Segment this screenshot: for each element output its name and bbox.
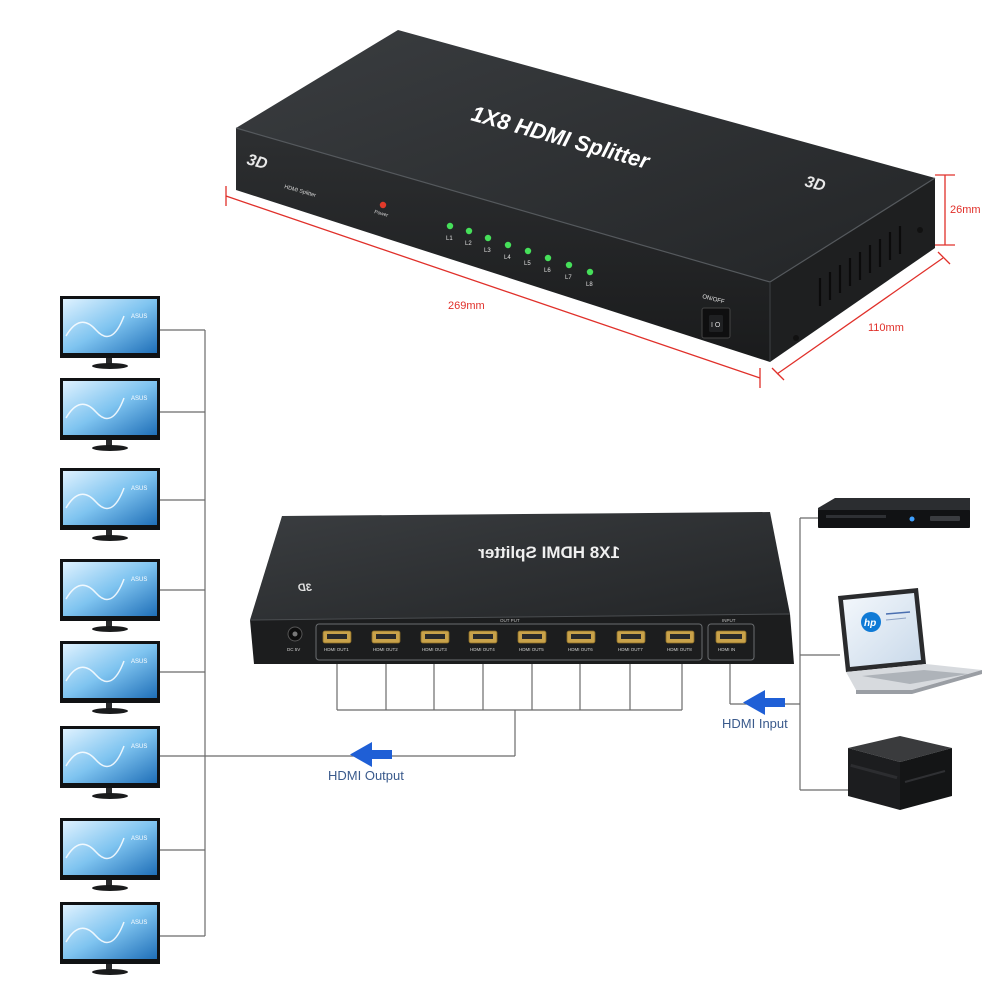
led-dot — [524, 247, 532, 255]
monitor-icon: ASUS — [60, 726, 160, 799]
led-indicator: L7 — [565, 261, 573, 281]
output-arrow-icon — [350, 742, 392, 767]
led-indicator: L6 — [544, 254, 552, 274]
output-ports: HDMI OUT1 HDMI OUT2 HDMI OUT3 HDMI OUT4 HDMI… — [322, 630, 695, 652]
output-port-label: HDMI OUT1 — [324, 647, 349, 652]
game-console-icon — [848, 736, 952, 810]
dc-label: DC 5V — [287, 647, 300, 652]
hdmi-input-port: HDMI IN — [715, 630, 747, 652]
hdmi-output-port: HDMI OUT4 — [468, 630, 498, 652]
output-port-label: HDMI OUT2 — [373, 647, 398, 652]
led-indicator: L5 — [524, 247, 532, 267]
hdmi-output-port: HDMI OUT3 — [420, 630, 450, 652]
top-device-badge-right: 3D — [803, 173, 828, 195]
hdmi-output-port: HDMI OUT5 — [517, 630, 547, 652]
led-dot — [484, 234, 492, 242]
top-device-badge-left: 3D — [245, 151, 270, 173]
monitor-brand: ASUS — [131, 659, 147, 665]
power-led-label: Power — [373, 209, 389, 219]
monitor-brand: ASUS — [131, 577, 147, 583]
led-indicator: L3 — [484, 234, 492, 254]
hdmi-output-port: HDMI OUT6 — [566, 630, 596, 652]
monitor-brand: ASUS — [131, 486, 147, 492]
output-port-group — [315, 623, 703, 661]
output-port-label: HDMI OUT6 — [568, 647, 593, 652]
bottom-device-top-face — [250, 512, 790, 620]
monitor-icon: ASUS — [60, 902, 160, 975]
blu-ray-player-icon — [818, 498, 970, 528]
output-port-label: HDMI OUT3 — [422, 647, 447, 652]
top-device-top-face — [236, 30, 935, 282]
input-port-group — [707, 623, 755, 661]
dimension-depth-label: 110mm — [868, 322, 904, 334]
top-device-front-face — [236, 128, 770, 362]
led-dot — [446, 222, 454, 230]
monitor-brand: ASUS — [131, 314, 147, 320]
monitor-icon: ASUS — [60, 641, 160, 714]
output-port-label: HDMI OUT7 — [618, 647, 643, 652]
led-label: L5 — [524, 261, 531, 267]
dimension-length-label: 269mm — [448, 300, 485, 312]
monitor-column: ASUS ASUS ASUS ASUS ASUS ASUS ASUS ASUS — [60, 296, 160, 975]
monitor-icon: ASUS — [60, 468, 160, 541]
monitor-icon: ASUS — [60, 296, 160, 369]
monitor-icon: ASUS — [60, 818, 160, 891]
led-label: L3 — [484, 248, 491, 254]
output-port-label: HDMI OUT5 — [519, 647, 544, 652]
output-port-label: HDMI OUT8 — [667, 647, 692, 652]
bottom-splitter-device: 1X8 HDMI Splitter 3D DC 5V OUT PUT HDMI … — [249, 512, 794, 664]
laptop-icon: hp — [838, 588, 982, 694]
bottom-device-badge: 3D — [298, 582, 312, 594]
hdmi-output-port: HDMI OUT1 — [322, 630, 352, 652]
led-label: L4 — [504, 255, 511, 261]
input-lines — [729, 517, 850, 791]
hdmi-output-label: HDMI Output — [328, 768, 404, 783]
led-dot — [504, 241, 512, 249]
led-label: L6 — [544, 268, 551, 274]
input-group-label: INPUT — [722, 618, 736, 623]
hdmi-output-port: HDMI OUT2 — [371, 630, 401, 652]
led-label: L7 — [565, 275, 572, 281]
led-indicator: L2 — [465, 227, 473, 247]
led-dot — [544, 254, 552, 262]
power-led — [379, 201, 387, 209]
led-label: L8 — [586, 282, 593, 288]
input-arrow-icon — [743, 690, 785, 715]
power-switch: I O — [701, 307, 731, 339]
monitor-brand: ASUS — [131, 920, 147, 926]
bottom-device-title: 1X8 HDMI Splitter — [478, 543, 620, 562]
dimension-lines — [225, 174, 955, 388]
led-dot — [586, 268, 594, 276]
side-vents — [818, 226, 902, 306]
svg-text:I O: I O — [711, 322, 721, 329]
output-port-label: HDMI OUT4 — [470, 647, 495, 652]
input-port-label: HDMI IN — [718, 647, 735, 652]
top-device-side-face — [770, 178, 935, 362]
led-indicator: L8 — [586, 268, 594, 288]
monitor-brand: ASUS — [131, 744, 147, 750]
monitor-brand: ASUS — [131, 396, 147, 402]
laptop-logo: hp — [864, 618, 876, 629]
monitor-brand: ASUS — [131, 836, 147, 842]
hdmi-input-label: HDMI Input — [722, 716, 788, 731]
top-splitter-device: 1X8 HDMI Splitter 3D 3D HDMI Splitter Po… — [235, 30, 936, 362]
led-label: L2 — [465, 241, 472, 247]
led-dot — [465, 227, 473, 235]
output-group-label: OUT PUT — [500, 618, 520, 623]
dimension-height-label: 26mm — [950, 204, 981, 216]
monitor-icon: ASUS — [60, 559, 160, 632]
led-label: L1 — [446, 236, 453, 242]
hdmi-output-port: HDMI OUT7 — [616, 630, 646, 652]
monitor-icon: ASUS — [60, 378, 160, 451]
led-indicator: L1 — [446, 222, 454, 242]
led-dot — [565, 261, 573, 269]
hdmi-output-port: HDMI OUT8 — [665, 630, 695, 652]
power-switch-label: ON/OFF — [702, 294, 726, 305]
led-indicator: L4 — [504, 241, 512, 261]
led-indicators: L1 L2 L3 L4 L5 L6 — [446, 222, 594, 288]
